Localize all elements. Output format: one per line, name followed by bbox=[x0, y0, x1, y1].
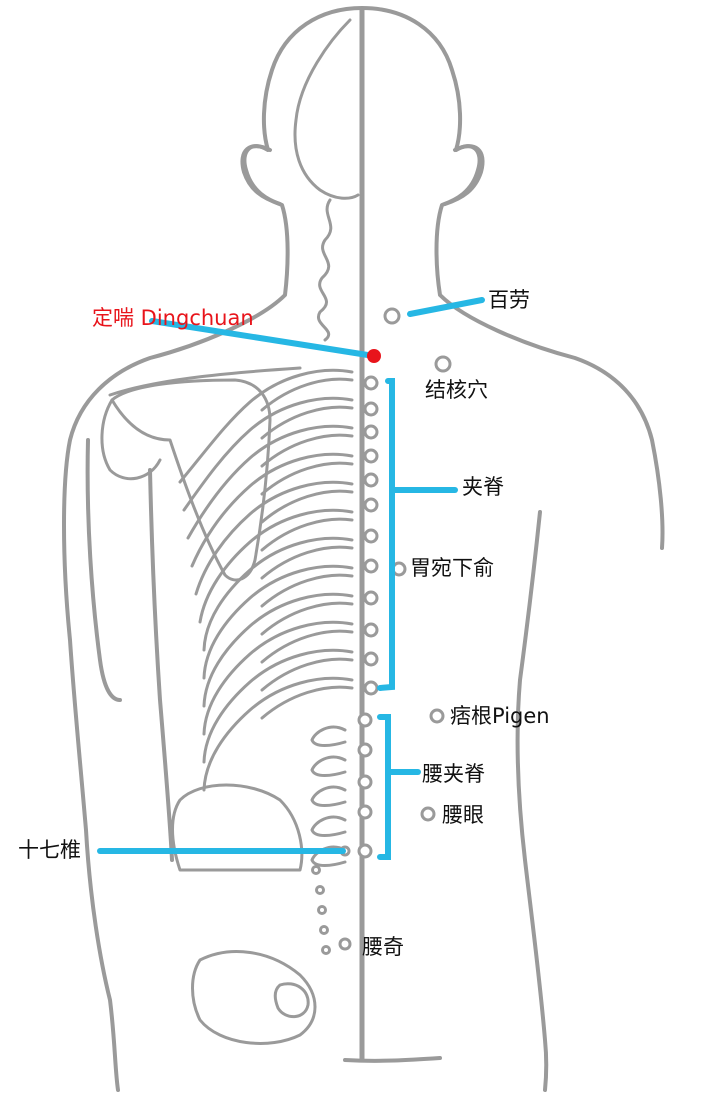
jiaji-point bbox=[363, 472, 379, 488]
rib bbox=[202, 592, 354, 708]
rib bbox=[186, 424, 354, 540]
rib-inner bbox=[260, 377, 354, 412]
left-arm bbox=[85, 438, 122, 702]
label-bailao: 百劳 bbox=[488, 288, 530, 312]
rib bbox=[194, 480, 354, 596]
label-yaojiaji: 腰夹脊 bbox=[422, 762, 485, 786]
rib-inner bbox=[260, 601, 354, 636]
label-jiaji: 夹脊 bbox=[462, 475, 504, 499]
rib-inner bbox=[260, 685, 354, 720]
left-flank bbox=[148, 468, 174, 862]
label-pigen: 痞根Pigen bbox=[450, 704, 550, 728]
ear-left bbox=[240, 144, 282, 206]
yaojiaji-point bbox=[357, 742, 373, 758]
label-weiwanxiashu: 胃宛下俞 bbox=[410, 556, 494, 580]
lumbar-process bbox=[310, 725, 347, 747]
bailao-leader bbox=[407, 297, 485, 317]
jiaji-point bbox=[363, 528, 379, 544]
rib bbox=[202, 620, 354, 736]
shoulder-joint bbox=[100, 398, 162, 481]
label-shiqizhui: 十七椎 bbox=[18, 838, 81, 862]
label-jiehexue: 结核穴 bbox=[425, 378, 488, 402]
lumbar-process bbox=[310, 755, 347, 777]
jiaji-point bbox=[363, 401, 379, 417]
rib bbox=[202, 676, 354, 792]
rib bbox=[190, 452, 354, 568]
pigen-point bbox=[429, 708, 445, 724]
scapula bbox=[110, 378, 272, 582]
yaojiaji-point bbox=[357, 804, 373, 820]
sacral-foramen bbox=[319, 925, 329, 935]
head-outline-right bbox=[360, 6, 665, 550]
dingchuan-point bbox=[367, 349, 381, 363]
jiaji-point bbox=[363, 448, 379, 464]
yaoqi-point bbox=[338, 937, 352, 951]
label-yaoyan: 腰眼 bbox=[442, 803, 484, 827]
label-yaoqi: 腰奇 bbox=[362, 935, 404, 959]
yaojiaji-point bbox=[357, 712, 373, 728]
sacral-foramen bbox=[321, 945, 331, 955]
jiaji-point bbox=[363, 622, 379, 638]
clavicle bbox=[108, 366, 302, 397]
yaojiaji-point bbox=[357, 774, 373, 790]
rib-inner bbox=[260, 433, 354, 468]
rib bbox=[202, 564, 354, 680]
ear-right bbox=[443, 144, 485, 206]
jiaji-point bbox=[363, 375, 379, 391]
rib-inner bbox=[260, 405, 354, 440]
rib bbox=[182, 396, 354, 512]
jiaji-point bbox=[363, 424, 379, 440]
lumbar-process bbox=[310, 845, 347, 867]
pelvis-lower bbox=[191, 950, 317, 1045]
yaojiaji-bracket bbox=[377, 714, 391, 860]
jiaji-point bbox=[363, 590, 379, 606]
rib bbox=[202, 536, 354, 652]
yaojiaji-point bbox=[357, 843, 373, 859]
jiaji-bracket bbox=[377, 378, 395, 691]
skull-detail bbox=[293, 18, 360, 200]
jiaji-point bbox=[363, 651, 379, 667]
rib-inner bbox=[260, 461, 354, 496]
sacral-foramen bbox=[317, 905, 327, 915]
jiaji-point bbox=[363, 680, 379, 696]
lumbar-process bbox=[310, 815, 347, 837]
hip-socket bbox=[273, 982, 310, 1019]
rib-inner bbox=[260, 657, 354, 692]
cervical-spine bbox=[316, 198, 333, 342]
yaoyan-point bbox=[420, 806, 436, 822]
rib-inner bbox=[260, 573, 354, 608]
rib-inner bbox=[260, 545, 354, 580]
label-dingchuan: 定喘 Dingchuan bbox=[92, 306, 254, 330]
pelvis-ilium bbox=[171, 783, 304, 872]
dingchuan-leader bbox=[149, 318, 377, 359]
rib bbox=[198, 508, 354, 624]
rib-inner bbox=[260, 517, 354, 552]
rib-inner bbox=[260, 489, 354, 524]
rib-inner bbox=[260, 629, 354, 664]
rib bbox=[178, 368, 354, 484]
jiaji-point bbox=[363, 497, 379, 513]
sacral-foramen bbox=[311, 865, 321, 875]
bailao-point bbox=[383, 307, 401, 325]
lumbar-process bbox=[310, 785, 347, 807]
jiehexue-point bbox=[434, 355, 452, 373]
sacral-foramen bbox=[315, 885, 325, 895]
rib bbox=[202, 648, 354, 764]
buttock-cleft bbox=[343, 1056, 442, 1063]
right-flank bbox=[515, 510, 549, 1092]
jiaji-point bbox=[363, 558, 379, 574]
